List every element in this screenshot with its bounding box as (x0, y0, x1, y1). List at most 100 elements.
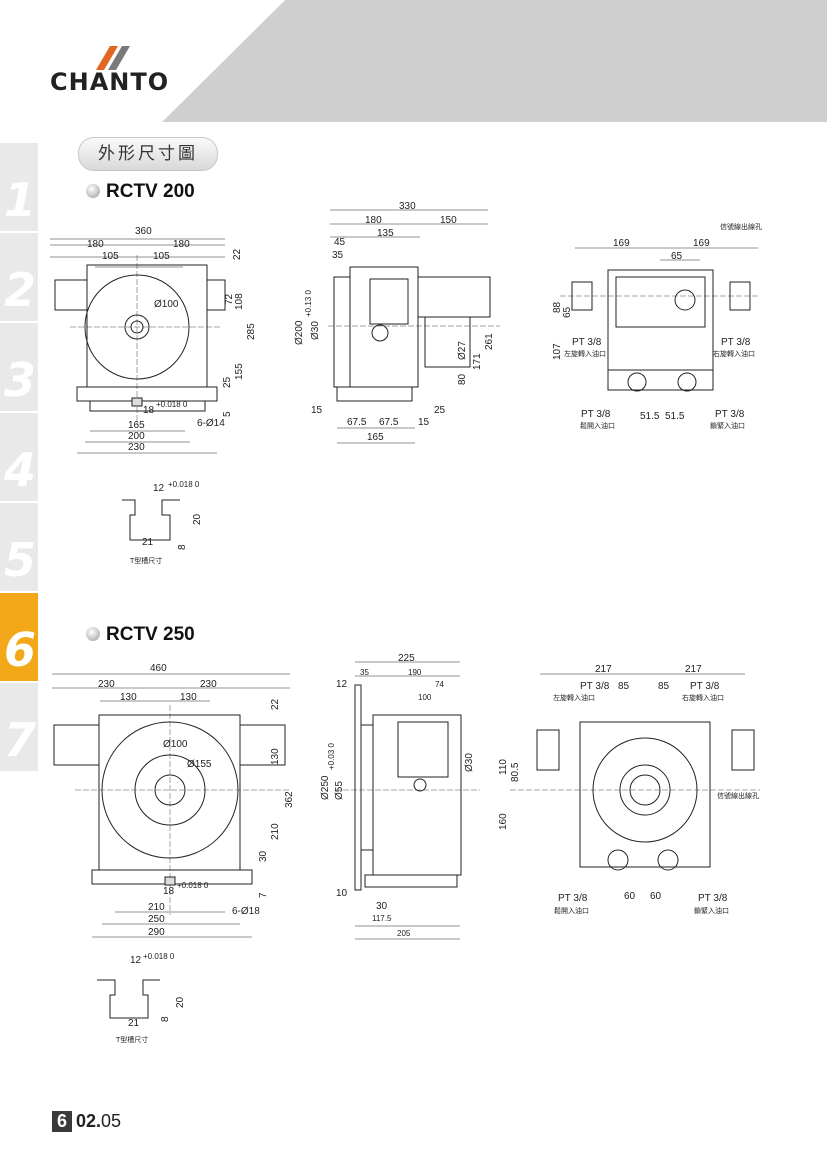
annotation-text: 左旋轉入油口 (553, 693, 595, 702)
dim-text: 5 (222, 411, 233, 417)
annotation-text: 右旋轉入油口 (713, 349, 755, 358)
annotation-text: 右旋轉入油口 (682, 693, 724, 702)
dim-text: 180 (365, 215, 382, 226)
dim-text: 6-Ø18 (232, 906, 260, 917)
dim-text: 74 (435, 680, 444, 689)
dim-text: 165 (128, 420, 145, 431)
model-title-rctv200: RCTV 200 (86, 181, 195, 203)
dim-text: 180 (87, 239, 104, 250)
annotation-text: PT 3/8 (698, 893, 728, 904)
dim-text: 80 (457, 373, 468, 385)
dim-text: 22 (270, 698, 281, 710)
dim-text: 85 (658, 681, 670, 692)
dim-text: 8 (177, 544, 188, 550)
dim-text: 65 (671, 251, 683, 262)
rctv250-rear-view: 217 217 PT 3/8 左旋轉入油口 85 85 PT 3/8 右旋轉入油… (498, 664, 760, 915)
dim-text: 190 (408, 668, 422, 677)
dim-text: 135 (377, 228, 394, 239)
annotation-text: 鬆開入油口 (580, 421, 615, 430)
annotation-text: PT 3/8 (580, 681, 610, 692)
dim-text: 130 (180, 692, 197, 703)
brand-logo[interactable]: CHANTO (50, 68, 170, 96)
annotation-text: 鬆開入油口 (554, 906, 589, 915)
dim-text: 117.5 (372, 914, 392, 923)
rctv200-side-view: 330 180 150 135 45 35 Ø200 Ø30 +0.13 0 Ø… (294, 201, 500, 444)
dim-text: 20 (192, 513, 203, 525)
dim-text: 22 (232, 248, 243, 260)
annotation-text: 信號線出線孔 (720, 222, 762, 231)
annotation-text: PT 3/8 (715, 409, 745, 420)
dim-text: 171 (472, 353, 483, 370)
dim-text: 51.5 (665, 411, 685, 422)
rctv250-front-view: 460 230 230 130 130 Ø100 Ø155 22 130 362… (52, 663, 295, 938)
dim-text: 7 (258, 892, 269, 898)
side-tab-4[interactable]: 4 (0, 413, 38, 501)
dim-text: 30 (376, 901, 388, 912)
dim-text: 210 (270, 823, 281, 840)
side-tab-2[interactable]: 2 (0, 233, 38, 321)
bullet-icon (86, 184, 100, 198)
annotation-text: 鎖緊入油口 (694, 906, 729, 915)
dim-text: 230 (128, 442, 145, 453)
dim-text: 460 (150, 663, 167, 674)
dim-text: 225 (398, 653, 415, 664)
dim-text: 10 (336, 888, 348, 899)
side-tab-1[interactable]: 1 (0, 143, 38, 231)
rctv250-drawings: 460 230 230 130 130 Ø100 Ø155 22 130 362… (52, 653, 760, 1044)
dim-text: Ø55 (334, 781, 345, 800)
dim-text: 110 (498, 759, 509, 775)
dim-text: 15 (418, 417, 430, 428)
dim-text: +0.018 0 (156, 400, 188, 409)
dim-text: +0.13 0 (304, 290, 313, 317)
dim-text: 85 (618, 681, 630, 692)
dim-text: 107 (552, 343, 563, 360)
dim-text: 130 (270, 748, 281, 765)
section-title: 外形尺寸圖 (78, 137, 218, 171)
dim-text: 15 (311, 405, 323, 416)
dim-text: 65 (562, 306, 573, 318)
dim-text: 60 (624, 891, 636, 902)
dim-text: 18 (143, 405, 155, 416)
dim-text: +0.018 0 (168, 480, 200, 489)
dim-text: +0.018 0 (177, 881, 209, 890)
dim-text: Ø100 (163, 739, 188, 750)
dim-text: 108 (234, 293, 245, 310)
dim-text: 160 (498, 813, 509, 830)
caption-text: T型槽尺寸 (129, 556, 162, 565)
annotation-text: 左旋轉入油口 (564, 349, 606, 358)
page-number-rest: 05 (101, 1111, 122, 1131)
dim-text: 230 (98, 679, 115, 690)
dim-text: 88 (552, 301, 563, 313)
dim-text: 210 (148, 902, 165, 913)
page-number-bold: 02. (76, 1111, 102, 1131)
rctv200-tslot: 12 +0.018 0 20 21 8 T型槽尺寸 (122, 480, 203, 565)
dim-text: 25 (222, 376, 233, 388)
dim-text: 105 (102, 251, 119, 262)
side-tab-5[interactable]: 5 (0, 503, 38, 591)
logo-mark-icon (96, 46, 130, 70)
side-tab-3[interactable]: 3 (0, 323, 38, 411)
dim-text: 72 (224, 293, 235, 305)
dim-text: 285 (246, 323, 257, 340)
model-title-rctv250: RCTV 250 (86, 624, 195, 646)
side-tab-6-active[interactable]: 6 (0, 593, 38, 681)
rctv200-rear-view: 169 169 65 信號線出線孔 88 65 107 PT 3/8 左旋轉入油… (552, 222, 762, 430)
dim-text: 169 (693, 238, 710, 249)
dim-text: 21 (142, 537, 154, 548)
dim-text: Ø200 (294, 320, 305, 345)
dim-text: 67.5 (379, 417, 399, 428)
dim-text: 6-Ø14 (197, 418, 225, 429)
dim-text: 18 (163, 886, 175, 897)
dim-text: Ø30 (310, 321, 321, 340)
dim-text: 35 (360, 668, 369, 677)
dim-text: 180 (173, 239, 190, 250)
annotation-text: 信號線出線孔 (717, 791, 759, 800)
side-tab-7[interactable]: 7 (0, 683, 38, 771)
bullet-icon (86, 627, 100, 641)
annotation-text: PT 3/8 (581, 409, 611, 420)
header-band (140, 0, 827, 122)
rctv250-tslot: 12 +0.018 0 20 21 8 T型槽尺寸 (97, 952, 186, 1044)
dim-text: 45 (334, 237, 346, 248)
dim-text: 169 (613, 238, 630, 249)
